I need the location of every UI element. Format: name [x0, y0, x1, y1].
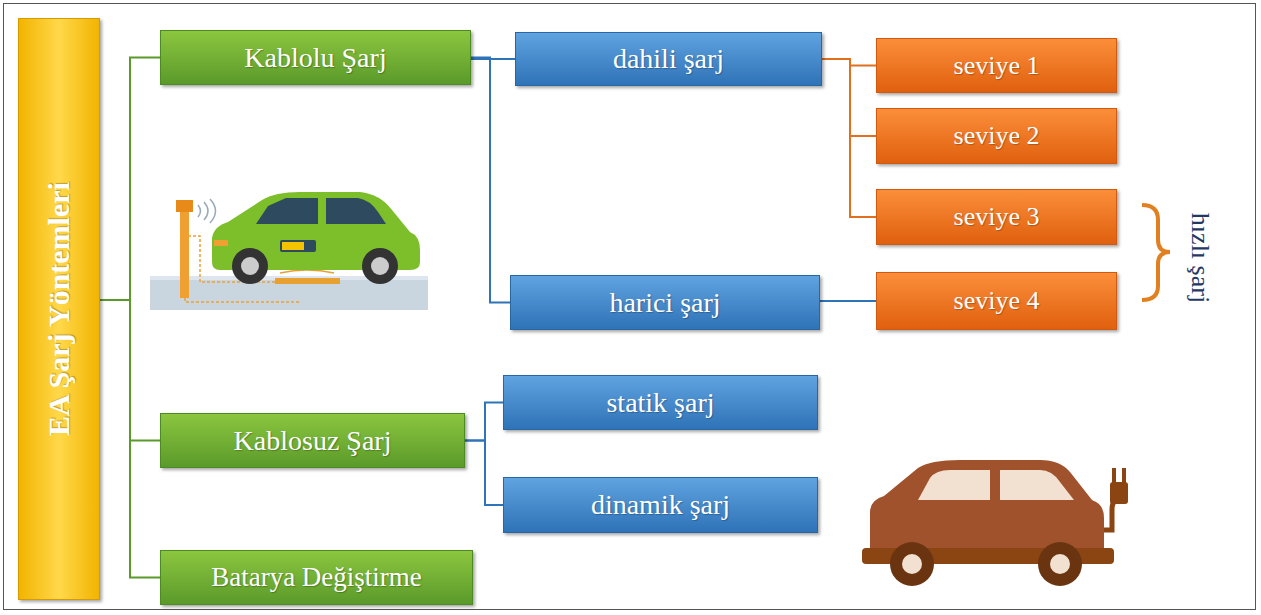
- node-text: harici şarj: [609, 287, 720, 319]
- method-box: statik şarj: [503, 375, 818, 430]
- level-box: seviye 3: [876, 189, 1117, 245]
- tree-connector: [465, 403, 503, 441]
- node-text: Batarya Değiştirme: [211, 562, 422, 593]
- category-box: Batarya Değiştirme: [160, 550, 473, 605]
- node-text: EA Şarj Yöntemleri: [42, 182, 76, 436]
- method-box: dahili şarj: [515, 32, 822, 86]
- bracket-label: hızlı şarj: [1185, 213, 1215, 303]
- node-text: seviye 4: [954, 286, 1040, 316]
- node-text: Kablosuz Şarj: [234, 425, 392, 457]
- node-text: Kablolu Şarj: [244, 42, 386, 74]
- level-box: seviye 2: [876, 108, 1117, 164]
- tree-connector: [822, 59, 876, 217]
- tree-connector: [100, 58, 160, 301]
- node-text: dinamik şarj: [591, 489, 730, 521]
- curly-brace: [1142, 205, 1170, 300]
- method-box: harici şarj: [510, 275, 820, 330]
- plug-car-illustration: [862, 460, 1128, 586]
- tree-connector: [820, 300, 876, 302]
- node-text: seviye 2: [954, 121, 1040, 151]
- node-text: statik şarj: [606, 387, 714, 419]
- method-box: dinamik şarj: [503, 477, 818, 533]
- node-text: dahili şarj: [613, 43, 724, 75]
- level-box: seviye 4: [876, 272, 1117, 330]
- level-box: seviye 1: [876, 38, 1117, 93]
- root-bar: EA Şarj Yöntemleri: [18, 18, 100, 600]
- tree-connector: [100, 300, 160, 578]
- category-box: Kablolu Şarj: [160, 30, 471, 85]
- wireless-car-illustration: [150, 192, 428, 310]
- tree-connector: [471, 58, 510, 303]
- node-text: seviye 3: [954, 202, 1040, 232]
- category-box: Kablosuz Şarj: [160, 413, 465, 468]
- tree-connector: [465, 441, 503, 506]
- node-text: seviye 1: [954, 51, 1040, 81]
